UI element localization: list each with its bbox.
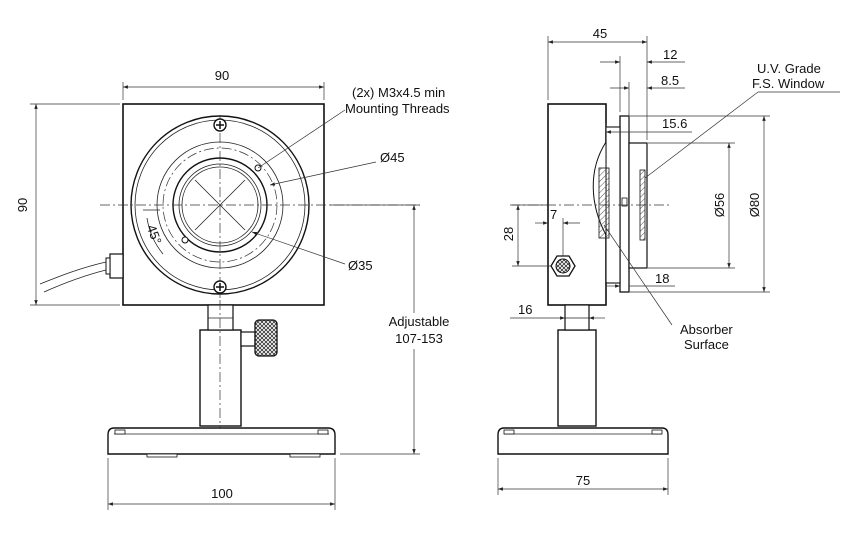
dim-16-label: 16: [518, 302, 532, 317]
threads-label-line2: Mounting Threads: [345, 101, 450, 116]
adjustable-label-line1: Adjustable: [389, 314, 450, 329]
angle-label: 45°: [144, 223, 165, 247]
side-post: [557, 329, 597, 427]
dia35-label: Ø35: [348, 258, 373, 273]
dia45-label: Ø45: [380, 150, 405, 165]
side-base-width-label: 75: [576, 473, 590, 488]
base-width-label: 100: [211, 486, 233, 501]
side-view: 45 12 8.5 15.6 U.V. Grade F.S. Window Ø5…: [497, 26, 840, 495]
adjustable-label-line2: 107-153: [395, 331, 443, 346]
front-base: [107, 427, 336, 455]
side-cable-nut: [550, 255, 576, 277]
dim-12-label: 12: [663, 47, 677, 62]
dim-28-label: 28: [501, 227, 516, 241]
front-height-label: 90: [15, 198, 30, 212]
lock-knob: [240, 319, 278, 357]
window-label-line2: F.S. Window: [752, 76, 825, 91]
threads-label-line1: (2x) M3x4.5 min: [352, 85, 445, 100]
dim-18-label: 18: [655, 271, 669, 286]
thread-hole-2: [181, 236, 189, 244]
front-head-body: [122, 103, 325, 306]
depth-label: 45: [593, 26, 607, 41]
dia80-label: Ø80: [747, 193, 762, 218]
screw-bottom: [213, 280, 227, 294]
absorber-label-line2: Surface: [684, 337, 729, 352]
cable: [39, 253, 124, 293]
dim-85-label: 8.5: [661, 73, 679, 88]
side-base: [497, 427, 669, 455]
front-width-label: 90: [215, 68, 229, 83]
front-view: 90 90 (2x) M3x4.5 min Mounting Threads Ø…: [15, 68, 458, 510]
window-label-line1: U.V. Grade: [757, 61, 821, 76]
dim-156-label: 15.6: [662, 116, 687, 131]
absorber-label-line1: Absorber: [680, 322, 733, 337]
front-post: [199, 329, 242, 427]
screw-top: [213, 118, 227, 132]
dim-7-label: 7: [550, 207, 557, 222]
dia56-label: Ø56: [712, 193, 727, 218]
